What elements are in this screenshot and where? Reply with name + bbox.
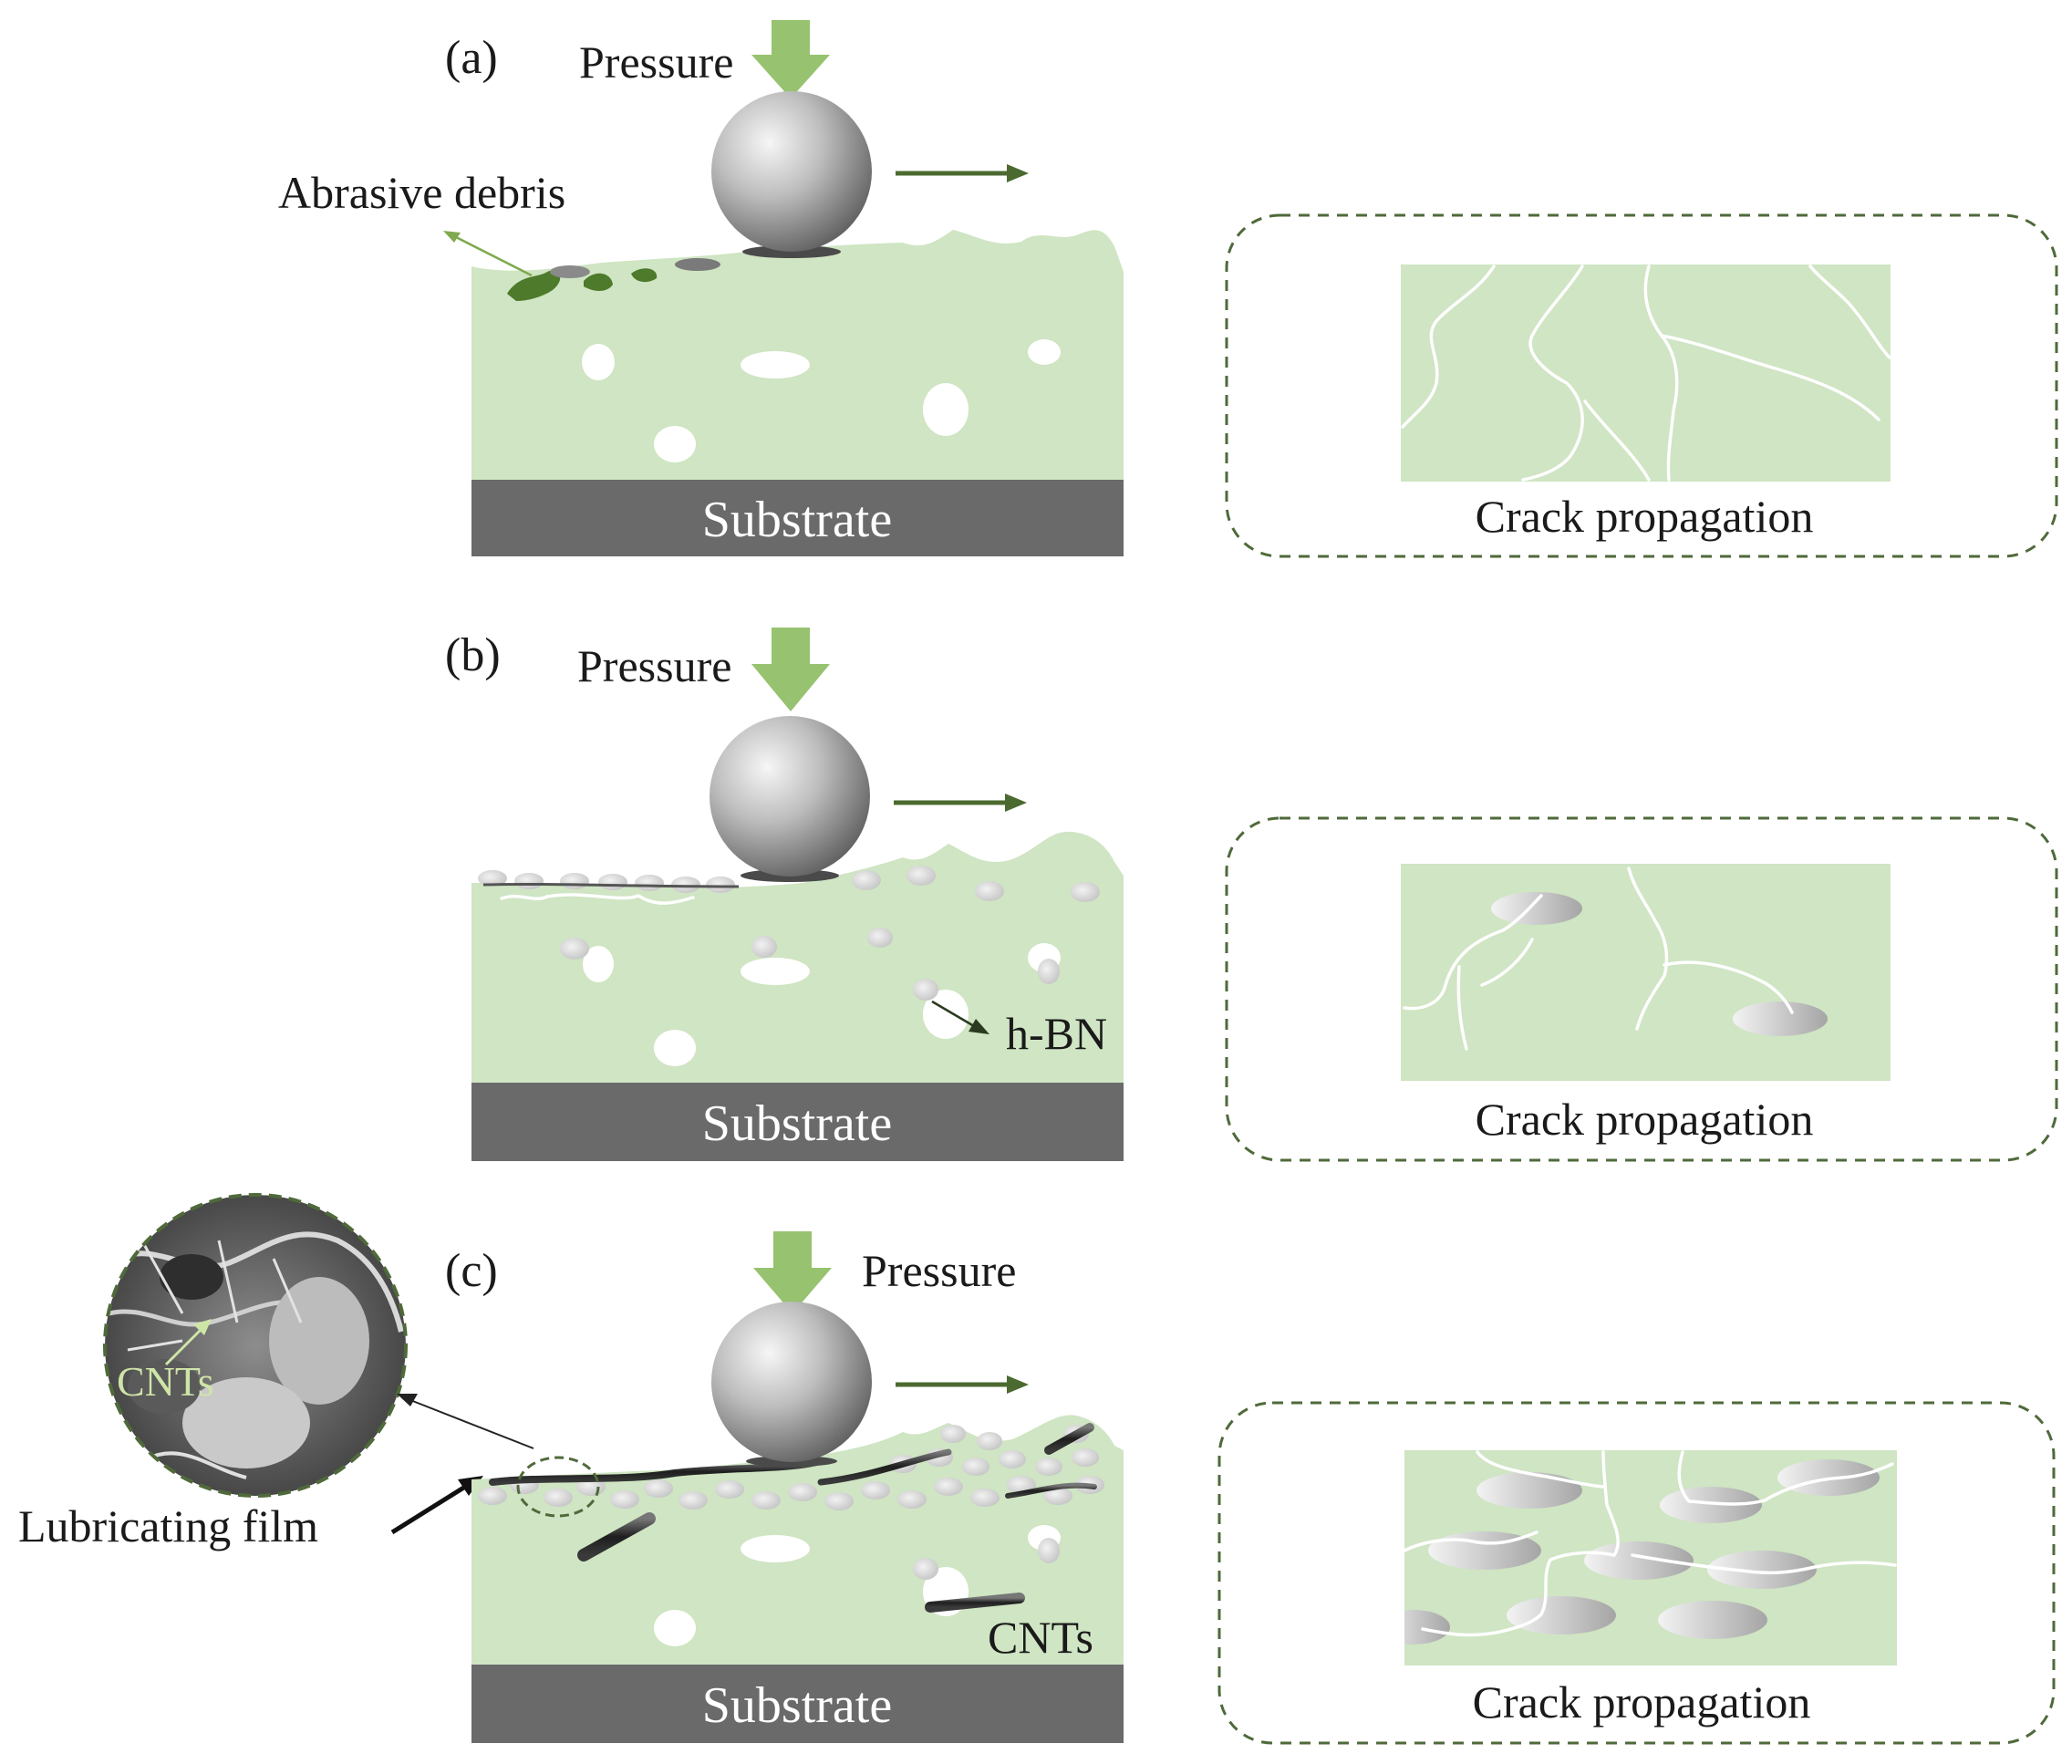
crack-inset-coating-b [1401,864,1891,1081]
panel-b-label: (b) [445,629,501,681]
crack-hbn-flakes-b [1491,892,1828,1036]
crack-inset-frame-b [1225,816,2058,1162]
pressure-arrow-icon [751,20,830,99]
cracks-c [1404,1450,1897,1637]
sem-inset [105,1195,406,1496]
sem-inset-frame [103,1193,408,1498]
panel-a-label: (a) [445,32,498,84]
ball-icon [711,91,872,252]
panel-c-label: (c) [445,1245,498,1297]
pressure-arrow-icon [751,628,830,711]
abrasive-debris [507,258,720,301]
cracks-a [1401,265,1891,482]
pressure-arrow-icon [753,1231,832,1313]
crack-propagation-label-a: Crack propagation [1476,491,1814,542]
cnt-tubes [489,1423,1097,1613]
panel-b-pressure-label: Pressure [577,640,731,691]
crack-inset-frame-c [1217,1401,2056,1745]
panel-a: (a) Pressure Abrasive debris [278,20,2058,558]
substrate-label-a: Substrate [702,492,892,548]
panel-b: (b) Pressure [445,628,2058,1162]
substrate [471,1665,1124,1743]
panel-a-pressure-label: Pressure [579,36,733,88]
crack-propagation-label-b: Crack propagation [1476,1094,1814,1145]
panel-c: (c) Pressure CNTs Lubricating film [18,1193,2056,1745]
inset-cnts-label: CNTs [117,1358,214,1405]
lubricating-film-label: Lubricating film [18,1500,318,1551]
crack-inset-frame-a [1225,213,2058,558]
hbn-label: h-BN [1006,1008,1107,1059]
crack-hbn-flakes-c [1404,1459,1880,1645]
substrate-label-c: Substrate [702,1677,892,1734]
cnts-label: CNTs [988,1612,1093,1663]
substrate-label-b: Substrate [702,1095,892,1152]
crack-propagation-label-c: Crack propagation [1473,1676,1811,1728]
panel-c-pressure-label: Pressure [862,1245,1016,1296]
film-highlight-circle [516,1456,600,1518]
ball-icon [710,716,870,877]
substrate [471,480,1124,556]
pores [582,339,1061,462]
abrasive-debris-label: Abrasive debris [278,167,565,218]
substrate [471,1083,1124,1161]
cracks-b [1403,866,1794,1051]
ball-icon [711,1302,872,1462]
pores [583,943,1061,1066]
